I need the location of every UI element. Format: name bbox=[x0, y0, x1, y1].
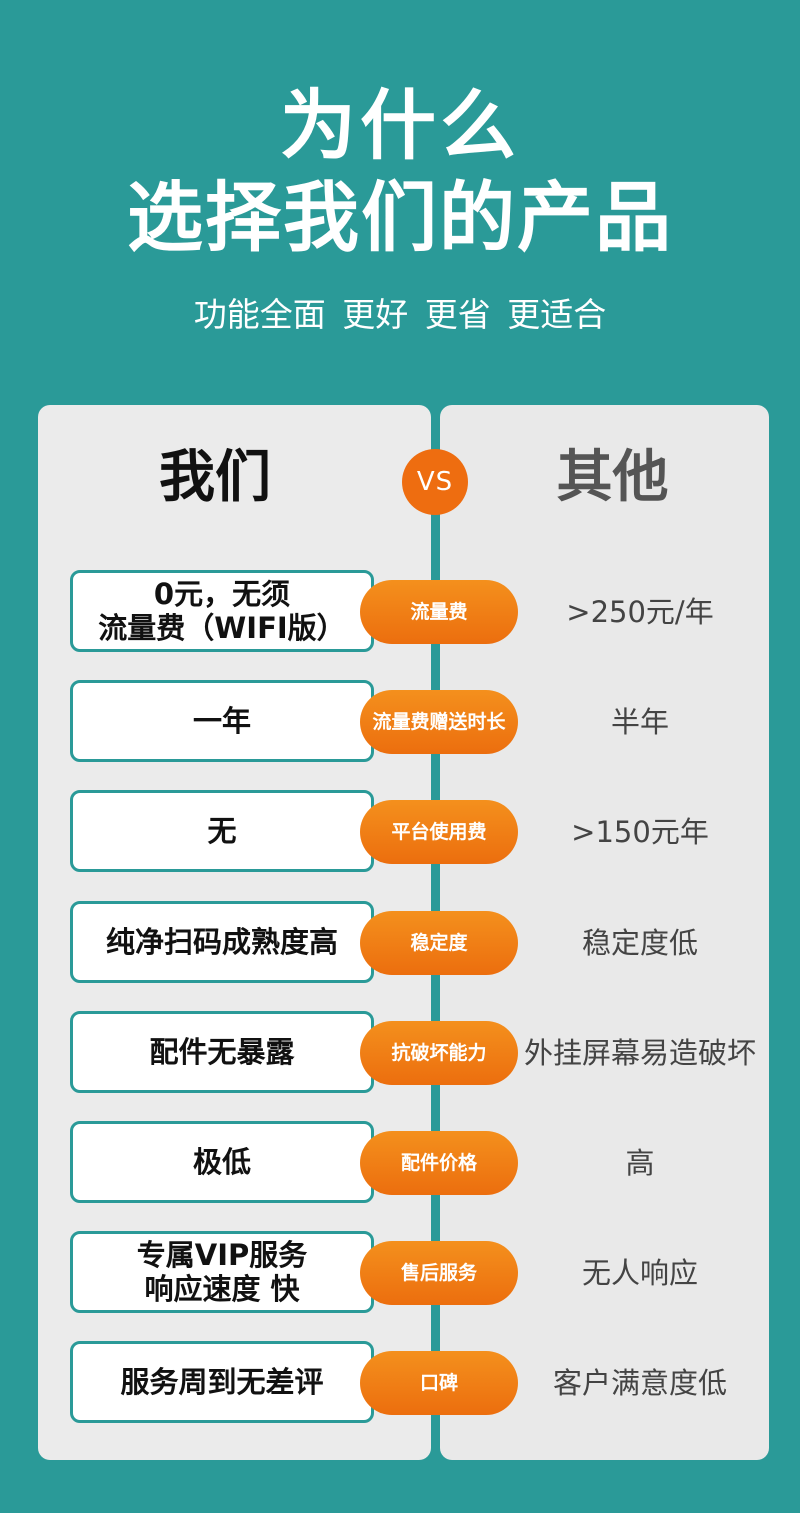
comparison-row: 专属VIP服务响应速度 快售后服务无人响应 bbox=[0, 1231, 800, 1313]
other-feature-text: 无人响应 bbox=[581, 1256, 698, 1290]
our-feature-text: 服务周到无差评 bbox=[120, 1365, 324, 1399]
comparison-row: 0元，无须流量费（WIFI版）流量费>250元/年 bbox=[0, 570, 800, 652]
comparison-row: 一年 流量费赠送时长 半年 bbox=[0, 680, 800, 762]
our-feature-text: 配件无暴露 bbox=[149, 1035, 295, 1069]
our-feature-box: 专属VIP服务响应速度 快 bbox=[70, 1231, 374, 1313]
feature-pill: 抗破坏能力 bbox=[360, 1021, 518, 1085]
page-title-line1: 为什么 bbox=[280, 81, 520, 170]
our-feature-box: 0元，无须流量费（WIFI版） bbox=[70, 570, 374, 652]
other-feature-text: 客户满意度低 bbox=[552, 1366, 727, 1400]
our-feature-text: 纯净扫码成熟度高 bbox=[105, 925, 338, 959]
other-feature-text: 稳定度低 bbox=[581, 926, 698, 960]
page-title-line2: 选择我们的产品 bbox=[127, 173, 673, 262]
other-feature-text: 半年 bbox=[610, 705, 669, 739]
feature-pill: 售后服务 bbox=[360, 1241, 518, 1305]
feature-pill: 流量费 bbox=[360, 580, 518, 644]
other-feature-text: >150元年 bbox=[571, 815, 709, 849]
our-feature-text: 一年 bbox=[192, 704, 251, 738]
feature-pill: 流量费赠送时长 bbox=[360, 690, 518, 754]
our-feature-text: 0元，无须 bbox=[153, 577, 291, 611]
us-column-heading: 我们 bbox=[159, 445, 271, 510]
comparison-row: 配件无暴露 抗破坏能力外挂屏幕易造破坏 bbox=[0, 1011, 800, 1093]
our-feature-text: 无 bbox=[207, 814, 237, 848]
our-feature-text: 响应速度 快 bbox=[144, 1272, 300, 1306]
our-feature-text: 极低 bbox=[192, 1145, 251, 1179]
page-subtitle: 功能全面 更好 更省 更适合 bbox=[193, 295, 607, 334]
our-feature-box: 纯净扫码成熟度高 bbox=[70, 901, 374, 983]
other-feature-text: 高 bbox=[625, 1146, 655, 1180]
comparison-row: 极低 配件价格 高 bbox=[0, 1121, 800, 1203]
other-feature-text: >250元/年 bbox=[566, 595, 714, 629]
comparison-row: 服务周到无差评 口碑客户满意度低 bbox=[0, 1341, 800, 1423]
feature-pill: 配件价格 bbox=[360, 1131, 518, 1195]
our-feature-box: 服务周到无差评 bbox=[70, 1341, 374, 1423]
our-feature-box: 极低 bbox=[70, 1121, 374, 1203]
vs-badge: VS bbox=[402, 449, 468, 515]
other-feature-text: 外挂屏幕易造破坏 bbox=[523, 1036, 756, 1070]
comparison-row: 纯净扫码成熟度高稳定度 稳定度低 bbox=[0, 901, 800, 983]
our-feature-text: 专属VIP服务 bbox=[136, 1238, 308, 1272]
our-feature-box: 一年 bbox=[70, 680, 374, 762]
comparison-row: 无 平台使用费 >150元年 bbox=[0, 790, 800, 872]
our-feature-box: 配件无暴露 bbox=[70, 1011, 374, 1093]
our-feature-text: 流量费（WIFI版） bbox=[98, 611, 346, 645]
feature-pill: 平台使用费 bbox=[360, 800, 518, 864]
feature-pill: 稳定度 bbox=[360, 911, 518, 975]
feature-pill: 口碑 bbox=[360, 1351, 518, 1415]
our-feature-box: 无 bbox=[70, 790, 374, 872]
other-column-heading: 其他 bbox=[556, 445, 669, 510]
